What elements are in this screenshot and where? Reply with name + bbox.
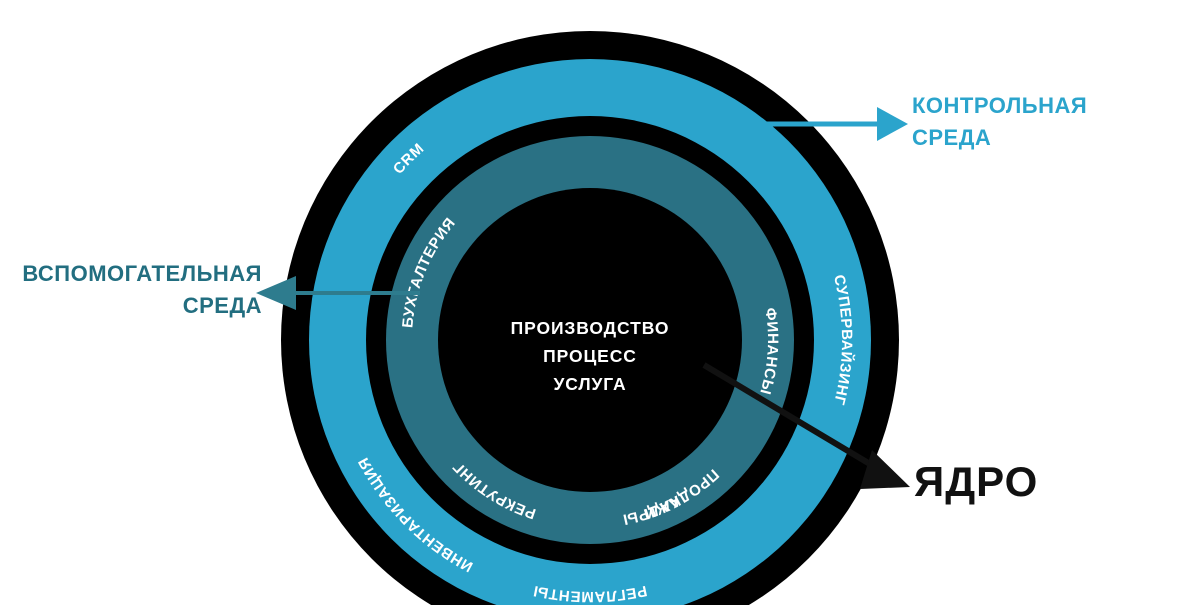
callout-core: ЯДРО xyxy=(914,458,1039,505)
core-line-process: ПРОЦЕСС xyxy=(543,346,637,366)
core-line-proizvodstvo: ПРОИЗВОДСТВО xyxy=(511,318,670,338)
outer-ring-label-reglamenty: РЕГЛАМЕНТЫ xyxy=(532,582,649,605)
arrow-core xyxy=(702,362,910,489)
arrow-support-environment xyxy=(256,276,420,310)
callout-support-environment: ВСПОМОГАТЕЛЬНАЯ СРЕДА xyxy=(22,261,262,318)
callout-control-environment: КОНТРОЛЬНАЯ СРЕДА xyxy=(912,93,1088,150)
core-text-block: ПРОИЗВОДСТВО ПРОЦЕСС УСЛУГА xyxy=(511,318,670,394)
ring-geometry xyxy=(281,31,899,605)
inner-black-separator xyxy=(438,188,742,492)
arrow-control-environment xyxy=(752,107,908,141)
core-line-usluga: УСЛУГА xyxy=(553,374,626,394)
